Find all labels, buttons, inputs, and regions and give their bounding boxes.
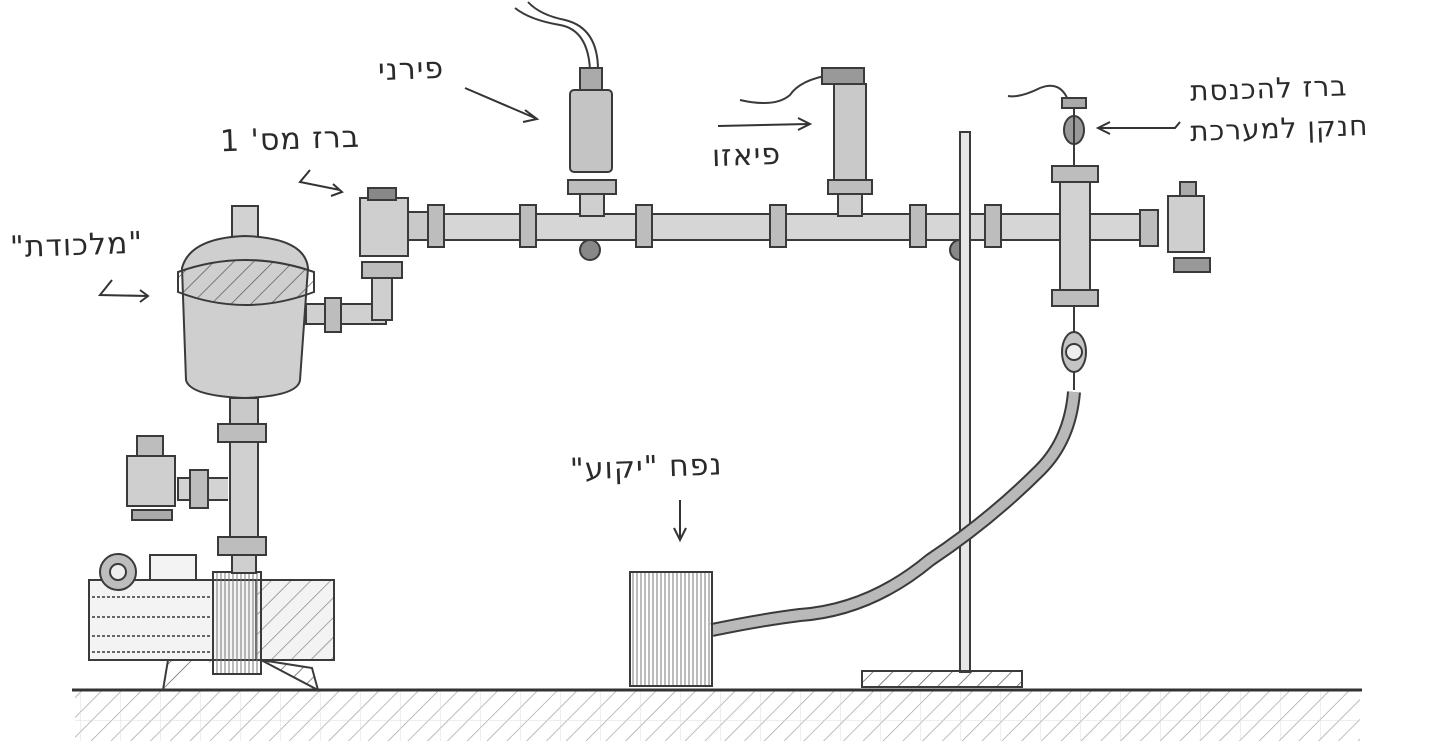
flex-hose <box>710 391 1081 637</box>
rotary-pump <box>88 553 335 692</box>
label-arrows <box>97 87 1181 543</box>
manifold <box>427 204 1149 261</box>
label-valve-1: ברז מס' 1 <box>219 119 361 160</box>
piezo-gauge <box>739 67 873 217</box>
label-pirani: פירני <box>377 50 445 89</box>
label-vacuum-volume: נפח "יקוע" <box>569 447 724 488</box>
lab-stand <box>861 131 1023 688</box>
pirani-gauge <box>514 1 617 217</box>
valve-1 <box>359 187 429 257</box>
trap <box>126 205 403 574</box>
lower-valve <box>1061 306 1087 390</box>
right-valve <box>1167 181 1211 273</box>
label-nitrogen-valve-line1: ברז להכנסת <box>1189 69 1348 108</box>
label-trap: "מלכודת" <box>9 225 144 266</box>
label-piezo: פיאזו <box>711 136 782 175</box>
nitrogen-valve <box>1007 84 1087 166</box>
bench <box>72 688 1362 741</box>
label-nitrogen-valve-line2: חנקן למערכת <box>1189 108 1369 149</box>
vacuum-vessel <box>629 571 713 687</box>
cross-fitting <box>1051 165 1159 307</box>
